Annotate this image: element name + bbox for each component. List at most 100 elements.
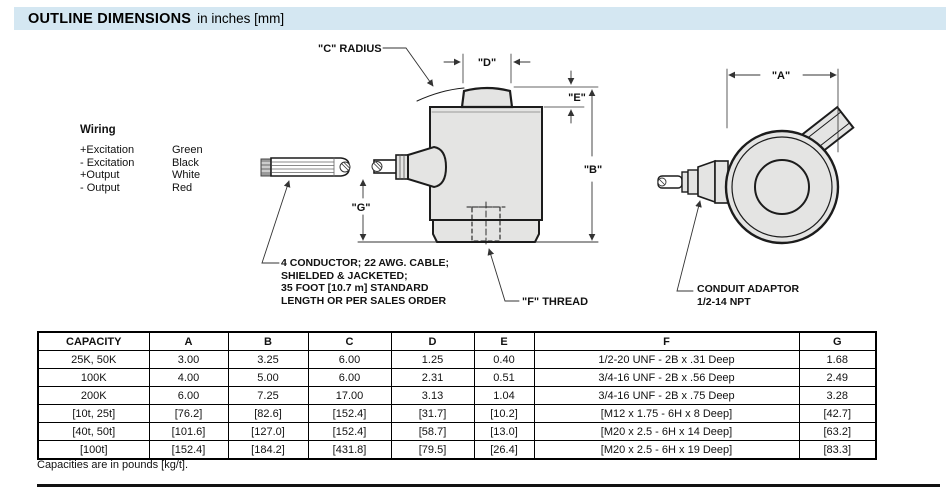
section-subtitle: in inches [mm] [197, 11, 285, 26]
table-header-cell: E [473, 331, 535, 351]
table-cell: [13.0] [473, 422, 535, 441]
wiring-row-excitation-plus: +Excitation Green [80, 144, 203, 157]
table-cell: [10t, 25t] [37, 404, 150, 423]
table-cell: [26.4] [473, 440, 535, 460]
table-cell: 6.00 [307, 368, 392, 387]
table-cell: [M20 x 2.5 - 6H x 14 Deep] [533, 422, 800, 441]
table-cell: 0.40 [473, 350, 535, 369]
c-radius-label: "C" RADIUS [318, 43, 382, 55]
table-cell: [63.2] [798, 422, 877, 441]
wiring-signal: - Output [80, 181, 120, 194]
table-cell: 25K, 50K [37, 350, 150, 369]
table-cell: [152.4] [307, 404, 392, 423]
conduit-note-leader [676, 200, 702, 292]
e-label: "E" [568, 92, 586, 104]
section-header: OUTLINE DIMENSIONS in inches [mm] [14, 7, 946, 30]
table-cell: [M20 x 2.5 - 6H x 19 Deep] [533, 440, 800, 460]
f-thread-leader [487, 248, 520, 302]
cable-note-leader [261, 180, 291, 264]
wiring-row-output-minus: - Output Red [80, 182, 203, 195]
conduit-note-line1: CONDUIT ADAPTOR [697, 283, 800, 295]
table-cell: 1.04 [473, 386, 535, 405]
connector-bell [407, 145, 448, 189]
cable-note-line4: LENGTH OR PER SALES ORDER [281, 295, 447, 307]
table-cell: [58.7] [390, 422, 475, 441]
table-cell: [76.2] [148, 404, 229, 423]
adaptor-ring [681, 171, 689, 193]
cable-cut-mark [657, 177, 667, 187]
table-cell: 3.25 [227, 350, 309, 369]
table-cell: [101.6] [148, 422, 229, 441]
strain-relief-connector [395, 145, 448, 189]
table-header-cell: F [533, 331, 800, 351]
table-header-cell: D [390, 331, 475, 351]
c-radius-arc [416, 87, 465, 102]
table-cell: 2.49 [798, 368, 877, 387]
adaptor-nut [687, 169, 699, 195]
table-cell: [152.4] [307, 422, 392, 441]
cable-note: 4 CONDUCTOR; 22 AWG. CABLE; SHIELDED & J… [281, 257, 449, 307]
g-label: "G" [352, 202, 371, 214]
cable-cut-mark [339, 161, 351, 173]
table-cell: [431.8] [307, 440, 392, 460]
table-cell: 1/2-20 UNF - 2B x .31 Deep [533, 350, 800, 369]
conduit-adaptor [657, 159, 729, 204]
table-cell: 3/4-16 UNF - 2B x .56 Deep [533, 368, 800, 387]
outline-drawing: "C" RADIUS "D" "E" "B" "G" [260, 43, 855, 308]
table-cell: 17.00 [307, 386, 392, 405]
side-view-drawing: "C" RADIUS "D" "E" "B" "G" [260, 43, 602, 308]
cable-cut-mark [371, 161, 383, 172]
table-row: [40t, 50t][101.6][127.0][152.4][58.7][13… [37, 422, 877, 441]
table-row: [100t][152.4][184.2][431.8][79.5][26.4][… [37, 440, 877, 460]
c-radius-leader [382, 47, 434, 87]
table-row: [10t, 25t][76.2][82.6][152.4][31.7][10.2… [37, 404, 877, 423]
top-view-drawing: "A" CONDUIT ADAPTOR 1/2-14 NPT [657, 68, 855, 308]
table-cell: 1.68 [798, 350, 877, 369]
cable-note-line3: 35 FOOT [10.7 m] STANDARD [281, 282, 429, 294]
table-cell: [82.6] [227, 404, 309, 423]
cell-rim-circle [731, 136, 833, 238]
table-cell: 3/4-16 UNF - 2B x .75 Deep [533, 386, 800, 405]
table-cell: 3.13 [390, 386, 475, 405]
table-cell: 3.00 [148, 350, 229, 369]
table-header-cell: G [798, 331, 877, 351]
wiring-color: Red [172, 181, 193, 194]
section-title: OUTLINE DIMENSIONS [28, 10, 192, 27]
wiring-row-output-plus: +Output White [80, 169, 203, 182]
bottom-rule [37, 484, 940, 487]
wiring-color: White [172, 169, 201, 182]
cable-jacket [270, 157, 350, 177]
table-cell: 5.00 [227, 368, 309, 387]
table-cell: 0.51 [473, 368, 535, 387]
wiring-color: Green [172, 144, 203, 156]
table-cell: 6.00 [148, 386, 229, 405]
table-header-cell: B [227, 331, 309, 351]
cable-stub [371, 159, 399, 174]
table-cell: [10.2] [473, 404, 535, 423]
wiring-signal: - Excitation [80, 156, 135, 169]
table-cell: 3.28 [798, 386, 877, 405]
cell-body [429, 106, 543, 221]
wiring-signal: +Excitation [80, 144, 135, 156]
table-cell: [83.3] [798, 440, 877, 460]
wiring-signal: +Output [80, 169, 120, 182]
table-header-cell: A [148, 331, 229, 351]
table-cell: 200K [37, 386, 150, 405]
table-cell: 6.00 [307, 350, 392, 369]
table-cell: [127.0] [227, 422, 309, 441]
table-cell: 7.25 [227, 386, 309, 405]
table-cell: 100K [37, 368, 150, 387]
table-cell: 1.25 [390, 350, 475, 369]
f-thread-label: "F" THREAD [522, 296, 588, 308]
table-cell: [42.7] [798, 404, 877, 423]
table-header-cell: CAPACITY [37, 331, 150, 351]
load-button-circle [754, 159, 810, 215]
table-cell: [79.5] [390, 440, 475, 460]
conduit-note: CONDUIT ADAPTOR 1/2-14 NPT [697, 283, 800, 308]
